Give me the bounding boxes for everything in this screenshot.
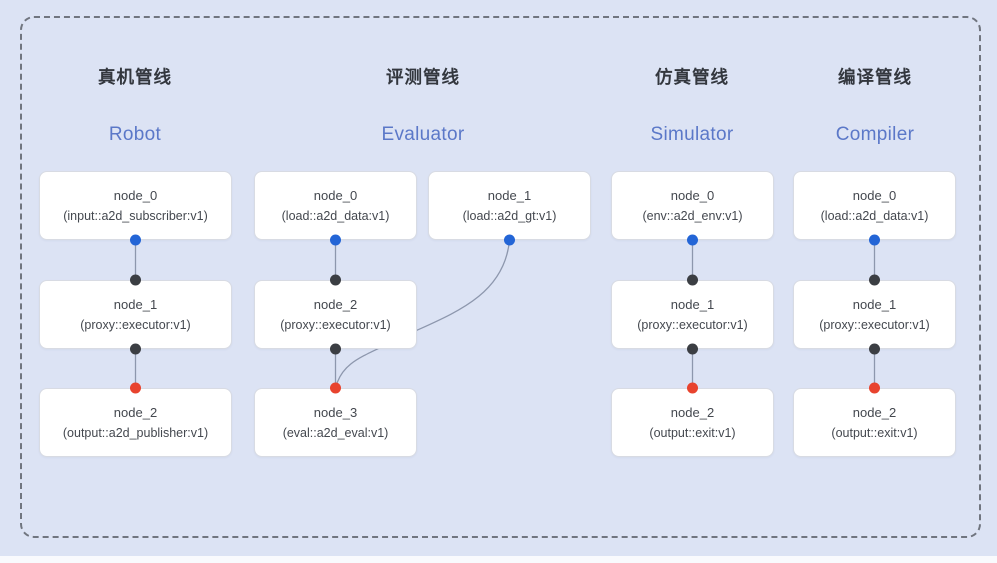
node-name: node_2: [113, 405, 158, 420]
node-card-robot-node1: node_1 (proxy::executor:v1): [39, 280, 232, 349]
pipeline-title-compiler-zh: 编译管线: [838, 67, 912, 87]
node-card-simulator-node2: node_2 (output::exit:v1): [611, 388, 774, 457]
node-card-compiler-node0: node_0 (load::a2d_data:v1): [793, 171, 956, 240]
pipeline-title-evaluator-en: Evaluator: [381, 124, 465, 145]
pipeline-title-simulator-zh: 仿真管线: [655, 67, 729, 87]
node-card-simulator-node0: node_0 (env::a2d_env:v1): [611, 171, 774, 240]
node-impl: (env::a2d_env:v1): [642, 209, 743, 223]
node-name: node_1: [670, 297, 715, 312]
node-name: node_0: [670, 188, 715, 203]
node-card-compiler-node1: node_1 (proxy::executor:v1): [793, 280, 956, 349]
node-card-compiler-node2: node_2 (output::exit:v1): [793, 388, 956, 457]
node-impl: (output::exit:v1): [649, 426, 736, 440]
node-impl: (output::a2d_publisher:v1): [62, 426, 209, 440]
node-impl: (proxy::executor:v1): [819, 318, 930, 332]
node-name: node_0: [113, 188, 158, 203]
bottom-strip: [0, 556, 997, 563]
node-card-evaluator-node3: node_3 (eval::a2d_eval:v1): [254, 388, 417, 457]
node-impl: (eval::a2d_eval:v1): [282, 426, 389, 440]
node-name: node_1: [487, 188, 532, 203]
node-impl: (input::a2d_subscriber:v1): [63, 209, 208, 223]
node-impl: (load::a2d_gt:v1): [462, 209, 557, 223]
node-name: node_2: [670, 405, 715, 420]
node-impl: (load::a2d_data:v1): [820, 209, 929, 223]
node-card-evaluator-node0: node_0 (load::a2d_data:v1): [254, 171, 417, 240]
node-card-simulator-node1: node_1 (proxy::executor:v1): [611, 280, 774, 349]
node-name: node_0: [852, 188, 897, 203]
node-name: node_1: [852, 297, 897, 312]
node-name: node_3: [313, 405, 358, 420]
node-impl: (proxy::executor:v1): [80, 318, 191, 332]
dashed-panel-border: [20, 16, 981, 538]
pipeline-title-compiler-en: Compiler: [835, 124, 915, 145]
node-name: node_2: [313, 297, 358, 312]
node-name: node_0: [313, 188, 358, 203]
pipeline-title-robot-zh: 真机管线: [98, 67, 172, 87]
node-impl: (proxy::executor:v1): [637, 318, 748, 332]
node-card-robot-node0: node_0 (input::a2d_subscriber:v1): [39, 171, 232, 240]
node-card-evaluator-node2: node_2 (proxy::executor:v1): [254, 280, 417, 349]
node-impl: (load::a2d_data:v1): [281, 209, 390, 223]
node-name: node_1: [113, 297, 158, 312]
node-impl: (output::exit:v1): [831, 426, 918, 440]
pipeline-title-evaluator-zh: 评测管线: [386, 67, 460, 87]
node-name: node_2: [852, 405, 897, 420]
node-impl: (proxy::executor:v1): [280, 318, 391, 332]
pipeline-title-simulator-en: Simulator: [650, 124, 734, 145]
node-card-robot-node2: node_2 (output::a2d_publisher:v1): [39, 388, 232, 457]
pipeline-title-robot-en: Robot: [108, 124, 162, 145]
node-card-evaluator-node1: node_1 (load::a2d_gt:v1): [428, 171, 591, 240]
